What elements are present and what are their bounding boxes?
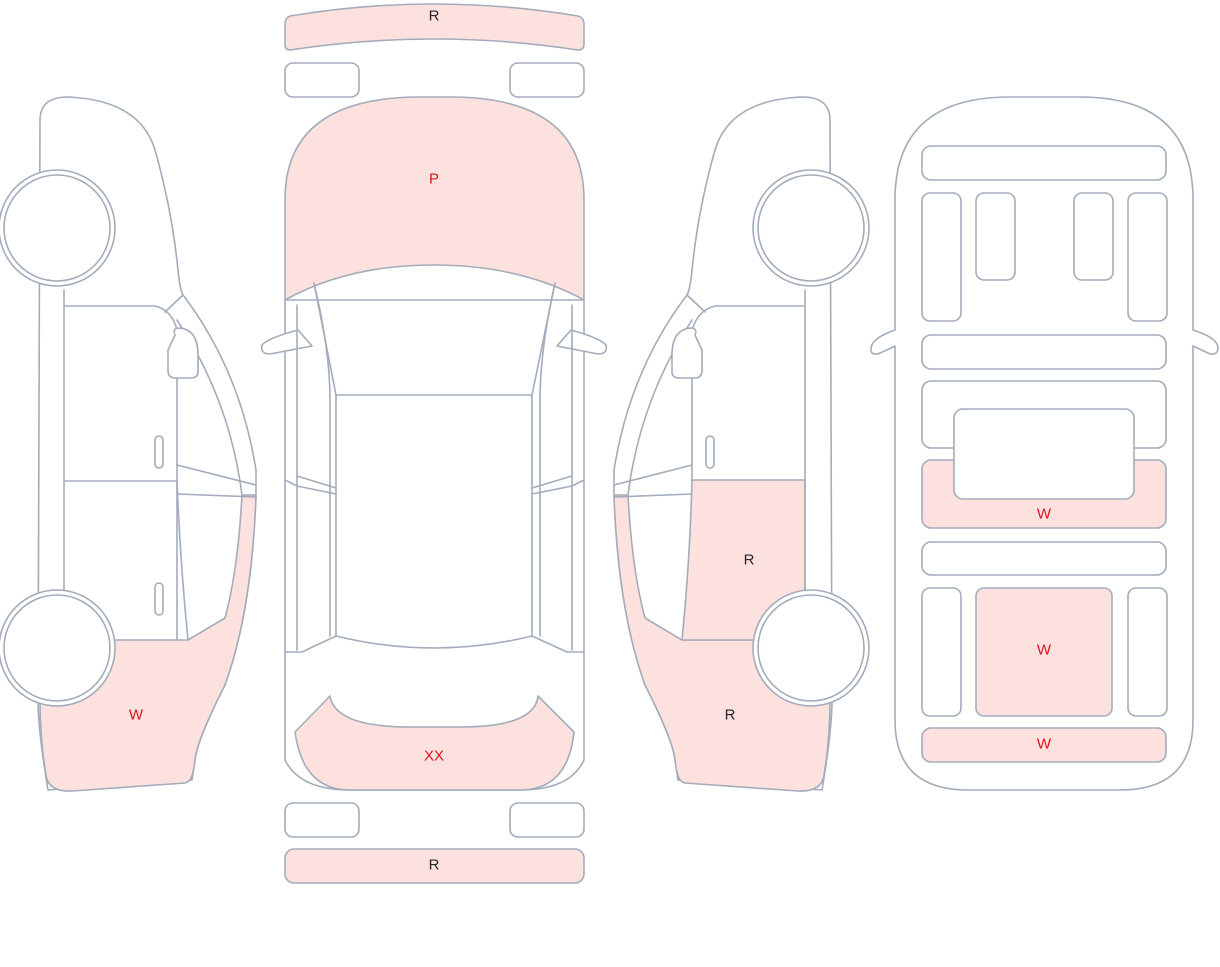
left-headlight[interactable] (284, 62, 360, 98)
left-rear-door-handle[interactable] (154, 582, 164, 616)
right-front-door-handle[interactable] (705, 435, 715, 469)
right-rear-wheel[interactable] (757, 594, 865, 702)
floor-rear-seat-crossmember[interactable] (921, 541, 1167, 576)
hood-code: P (429, 171, 439, 188)
floor-firewall-crossmember[interactable] (921, 334, 1167, 370)
floor-left-inner-front[interactable] (975, 192, 1016, 281)
left-taillight[interactable] (284, 802, 360, 838)
left-side-view: W (0, 96, 257, 792)
trunk-lid-code: XX (424, 748, 444, 765)
floor-spare-tire-well[interactable] (975, 587, 1113, 717)
left-front-wheel[interactable] (3, 174, 111, 282)
trunk-lid[interactable] (294, 695, 575, 791)
right-mirror[interactable] (671, 327, 703, 379)
right-rear-quarter-code: R (725, 707, 736, 724)
right-rear-quarter-panel[interactable] (613, 494, 831, 792)
left-front-door-handle[interactable] (154, 435, 164, 469)
rear-bumper[interactable] (284, 848, 585, 884)
front-bumper-code: R (429, 8, 440, 25)
floor-rear-panel-code: W (1037, 736, 1052, 753)
floor-rear-crossmember-code: W (1037, 506, 1052, 523)
right-side-view: R R (613, 96, 870, 792)
rear-bumper-code: R (429, 857, 440, 874)
floor-center-panel[interactable] (953, 408, 1135, 500)
right-side-mirror-top[interactable] (556, 329, 608, 355)
floor-front-crossmember[interactable] (921, 145, 1167, 181)
floor-spare-tire-well-code: W (1037, 642, 1052, 659)
right-taillight[interactable] (509, 802, 585, 838)
right-rear-door[interactable] (681, 479, 806, 641)
left-rear-quarter-panel[interactable] (39, 494, 257, 792)
underbody-view: W W W (870, 96, 1219, 791)
left-rear-quarter-code: W (129, 707, 144, 724)
top-view: R P XX R (260, 3, 608, 884)
right-rear-door-code: R (744, 552, 755, 569)
floor-right-inner-front[interactable] (1073, 192, 1114, 281)
right-front-wheel[interactable] (757, 174, 865, 282)
left-mirror[interactable] (167, 327, 199, 379)
front-bumper[interactable] (284, 3, 585, 51)
floor-right-rear-rail[interactable] (1127, 587, 1168, 717)
floor-rear-panel[interactable] (921, 727, 1167, 763)
floor-left-rear-rail[interactable] (921, 587, 962, 717)
hood[interactable] (284, 96, 585, 301)
floor-left-front-rail[interactable] (921, 192, 962, 322)
right-headlight[interactable] (509, 62, 585, 98)
floor-right-front-rail[interactable] (1127, 192, 1168, 322)
left-rear-wheel[interactable] (3, 594, 111, 702)
left-side-mirror-top[interactable] (260, 329, 313, 355)
